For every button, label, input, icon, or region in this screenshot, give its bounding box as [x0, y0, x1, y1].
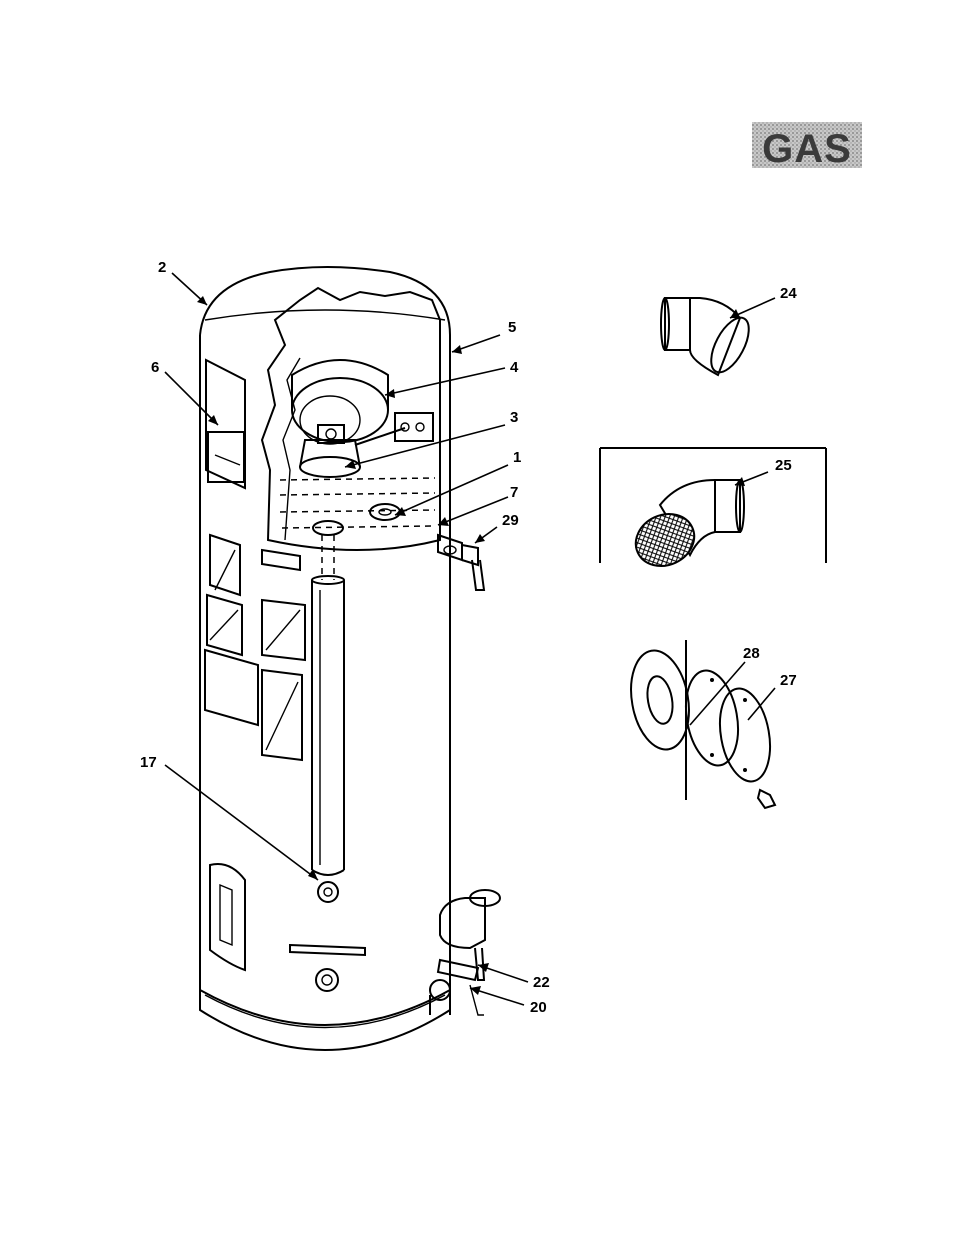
label-panel [206, 360, 245, 488]
heater-jacket [200, 335, 450, 1025]
water-level-line [280, 493, 435, 495]
leader-3 [345, 425, 505, 467]
callout-2: 2 [158, 259, 166, 276]
callout-20: 20 [530, 999, 547, 1016]
water-heater [200, 267, 500, 1050]
leader-7 [438, 497, 508, 525]
callout-1: 1 [513, 449, 521, 466]
gas-badge: GAS [752, 122, 862, 171]
rating-plate [290, 945, 365, 955]
detail-frame [600, 448, 826, 563]
callout-labels: 2 6 5 4 3 1 7 29 17 22 20 24 25 28 27 [140, 259, 797, 1016]
heater-base-rim [205, 995, 445, 1028]
drain-port [316, 969, 338, 991]
callout-4: 4 [510, 359, 519, 376]
gas-badge-text: GAS [762, 127, 852, 171]
access-door [210, 864, 245, 970]
callout-28: 28 [743, 645, 760, 662]
callout-6: 6 [151, 359, 159, 376]
leader-1 [395, 465, 508, 515]
callout-24: 24 [780, 285, 797, 302]
flue-baffle [292, 360, 388, 444]
decal-panels [205, 535, 305, 760]
detail-elbow-24 [661, 298, 756, 378]
leader-6 [165, 372, 218, 425]
water-level-line [280, 478, 435, 480]
detail-flange-27-28 [624, 640, 777, 808]
burner-assembly [300, 425, 405, 477]
water-level-line [282, 526, 432, 528]
callout-5: 5 [508, 319, 516, 336]
callout-22: 22 [533, 974, 550, 991]
leader-17 [165, 765, 318, 880]
heater-top [200, 267, 450, 335]
callout-3: 3 [510, 409, 518, 426]
callout-25: 25 [775, 457, 792, 474]
drain-port-inner [322, 975, 332, 985]
inlet-fitting [370, 504, 400, 520]
drain-elbow [430, 890, 500, 1015]
leader-4 [385, 368, 505, 395]
detail-screened-elbow-25 [600, 448, 826, 575]
thermostat-box [395, 413, 433, 441]
leader-arrowheads [197, 296, 745, 995]
relief-valve [438, 535, 484, 590]
callout-7: 7 [510, 484, 518, 501]
callout-29: 29 [502, 512, 519, 529]
water-level-line [280, 510, 435, 512]
anode-rod [312, 576, 344, 902]
heater-top-rim [205, 310, 445, 320]
leader-27 [748, 688, 775, 720]
callout-27: 27 [780, 672, 797, 689]
callout-17: 17 [140, 754, 157, 771]
heater-base [200, 975, 450, 1050]
